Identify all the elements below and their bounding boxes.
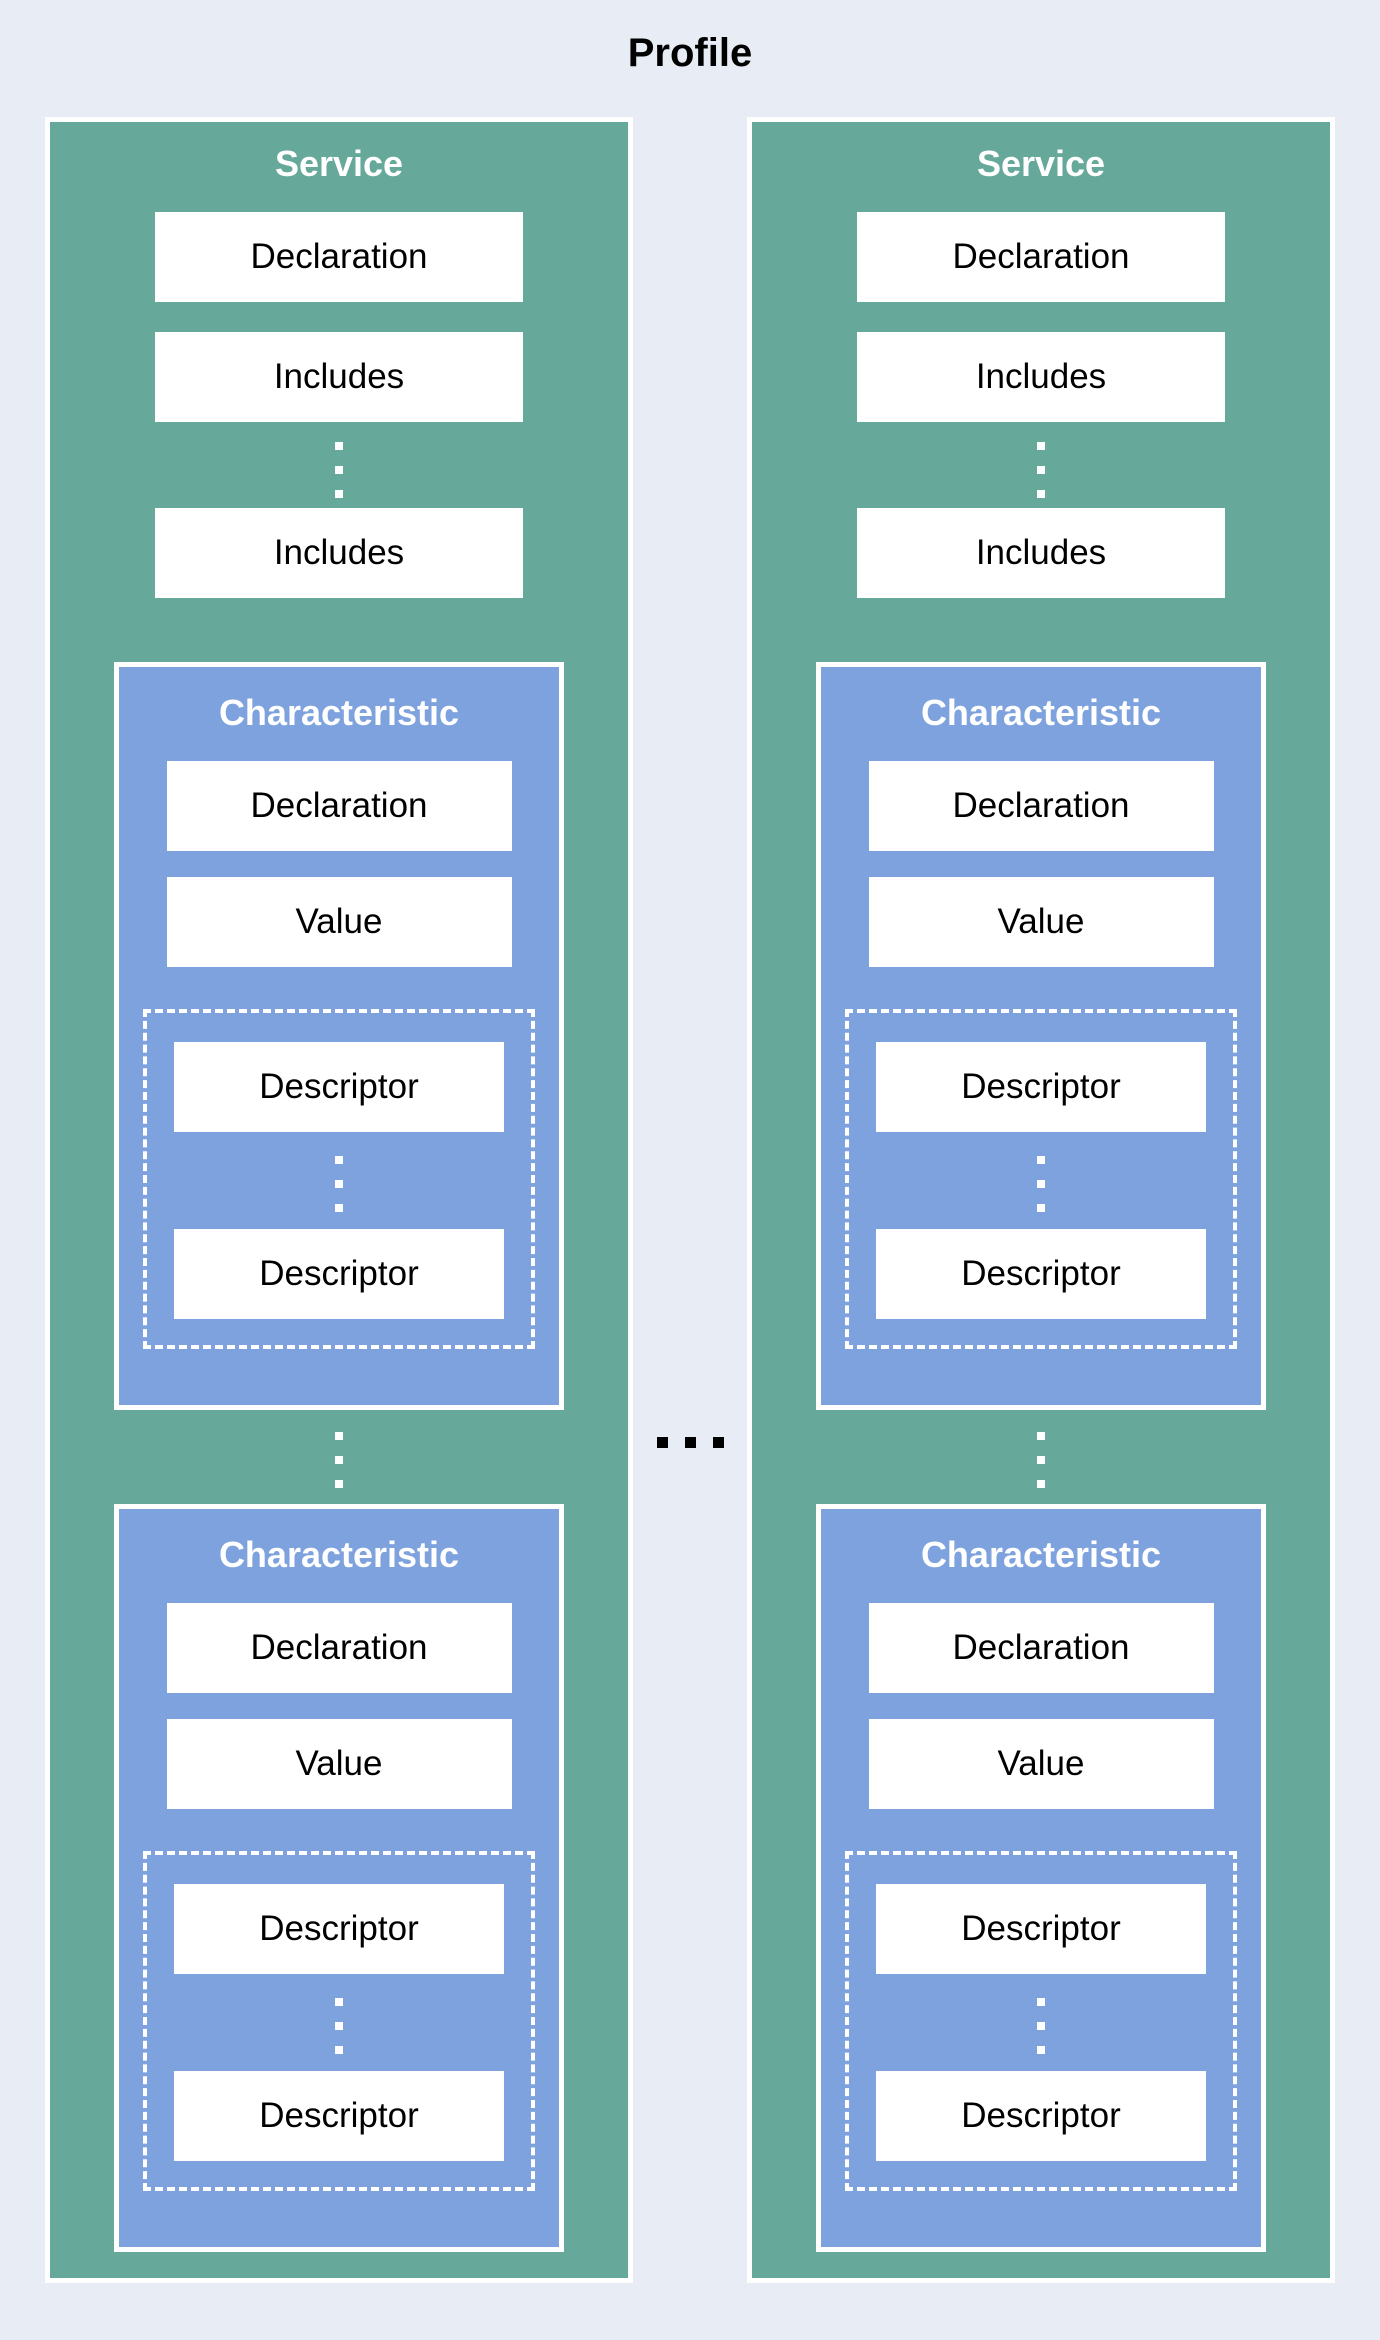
service-includes-box: Includes xyxy=(857,508,1225,598)
characteristic-box-1: Characteristic Declaration Value Descrip… xyxy=(114,662,564,1410)
characteristic-box-2: Characteristic Declaration Value Descrip… xyxy=(816,1504,1266,2252)
descriptor-box: Descriptor xyxy=(876,1884,1206,1974)
vertical-ellipsis-icon xyxy=(1037,1156,1045,1212)
descriptor-box: Descriptor xyxy=(876,1042,1206,1132)
ellipsis-dot xyxy=(335,1998,343,2006)
ellipsis-dot xyxy=(656,1437,668,1448)
ellipsis-dot xyxy=(335,2022,343,2030)
characteristic-value-box: Value xyxy=(166,1719,512,1809)
ellipsis-dot xyxy=(335,466,343,474)
characteristic-value-box: Value xyxy=(868,877,1214,967)
vertical-ellipsis-icon xyxy=(335,1156,343,1212)
services-row: Service Declaration Includes Includes Ch… xyxy=(45,117,1335,2283)
ellipsis-dot xyxy=(335,1180,343,1188)
ellipsis-dot xyxy=(1037,1180,1045,1188)
ellipsis-dot xyxy=(1037,1456,1045,1464)
characteristic-value-box: Value xyxy=(868,1719,1214,1809)
descriptor-box: Descriptor xyxy=(876,1229,1206,1319)
descriptors-group: Descriptor Descriptor xyxy=(143,1851,535,2191)
ellipsis-dot xyxy=(1037,490,1045,498)
characteristic-declaration-box: Declaration xyxy=(166,761,512,851)
service-declaration-box: Declaration xyxy=(155,212,523,302)
characteristic-declaration-box: Declaration xyxy=(166,1603,512,1693)
characteristic-box-1: Characteristic Declaration Value Descrip… xyxy=(816,662,1266,1410)
vertical-ellipsis-icon xyxy=(335,1998,343,2054)
ellipsis-dot xyxy=(1037,466,1045,474)
horizontal-ellipsis-icon xyxy=(0,1437,1380,1448)
ellipsis-dot xyxy=(1037,442,1045,450)
vertical-ellipsis-icon xyxy=(1037,1998,1045,2054)
service-declaration-box: Declaration xyxy=(857,212,1225,302)
characteristic-label: Characteristic xyxy=(218,1534,460,1575)
ellipsis-dot xyxy=(335,2046,343,2054)
service-includes-box: Includes xyxy=(857,332,1225,422)
ellipsis-dot xyxy=(335,1456,343,1464)
descriptors-group: Descriptor Descriptor xyxy=(143,1009,535,1349)
service-label: Service xyxy=(274,143,404,184)
descriptor-box: Descriptor xyxy=(174,1884,504,1974)
ellipsis-dot xyxy=(1037,2022,1045,2030)
ellipsis-dot xyxy=(335,1480,343,1488)
ellipsis-dot xyxy=(335,442,343,450)
ellipsis-dot xyxy=(335,1432,343,1440)
service-includes-box: Includes xyxy=(155,332,523,422)
vertical-ellipsis-icon xyxy=(1037,1432,1045,1488)
service-box-2: Service Declaration Includes Includes Ch… xyxy=(747,117,1335,2283)
descriptor-box: Descriptor xyxy=(876,2071,1206,2161)
characteristic-declaration-box: Declaration xyxy=(868,1603,1214,1693)
service-includes-box: Includes xyxy=(155,508,523,598)
ellipsis-dot xyxy=(335,1204,343,1212)
ellipsis-dot xyxy=(684,1437,696,1448)
descriptor-box: Descriptor xyxy=(174,1229,504,1319)
characteristic-box-2: Characteristic Declaration Value Descrip… xyxy=(114,1504,564,2252)
characteristic-label: Characteristic xyxy=(218,692,460,733)
service-box-1: Service Declaration Includes Includes Ch… xyxy=(45,117,633,2283)
descriptors-group: Descriptor Descriptor xyxy=(845,1009,1237,1349)
ellipsis-dot xyxy=(1037,1204,1045,1212)
ellipsis-dot xyxy=(1037,1480,1045,1488)
ellipsis-dot xyxy=(335,490,343,498)
descriptors-group: Descriptor Descriptor xyxy=(845,1851,1237,2191)
ellipsis-dot xyxy=(1037,1998,1045,2006)
ellipsis-dot xyxy=(335,1156,343,1164)
page-title: Profile xyxy=(627,31,753,75)
characteristic-label: Characteristic xyxy=(920,1534,1162,1575)
vertical-ellipsis-icon xyxy=(335,1432,343,1488)
descriptor-box: Descriptor xyxy=(174,2071,504,2161)
characteristic-label: Characteristic xyxy=(920,692,1162,733)
ellipsis-dot xyxy=(1037,1156,1045,1164)
vertical-ellipsis-icon xyxy=(1037,442,1045,498)
vertical-ellipsis-icon xyxy=(335,442,343,498)
descriptor-box: Descriptor xyxy=(174,1042,504,1132)
ellipsis-dot xyxy=(1037,2046,1045,2054)
characteristic-value-box: Value xyxy=(166,877,512,967)
characteristic-declaration-box: Declaration xyxy=(868,761,1214,851)
ellipsis-dot xyxy=(1037,1432,1045,1440)
service-label: Service xyxy=(976,143,1106,184)
ellipsis-dot xyxy=(712,1437,724,1448)
